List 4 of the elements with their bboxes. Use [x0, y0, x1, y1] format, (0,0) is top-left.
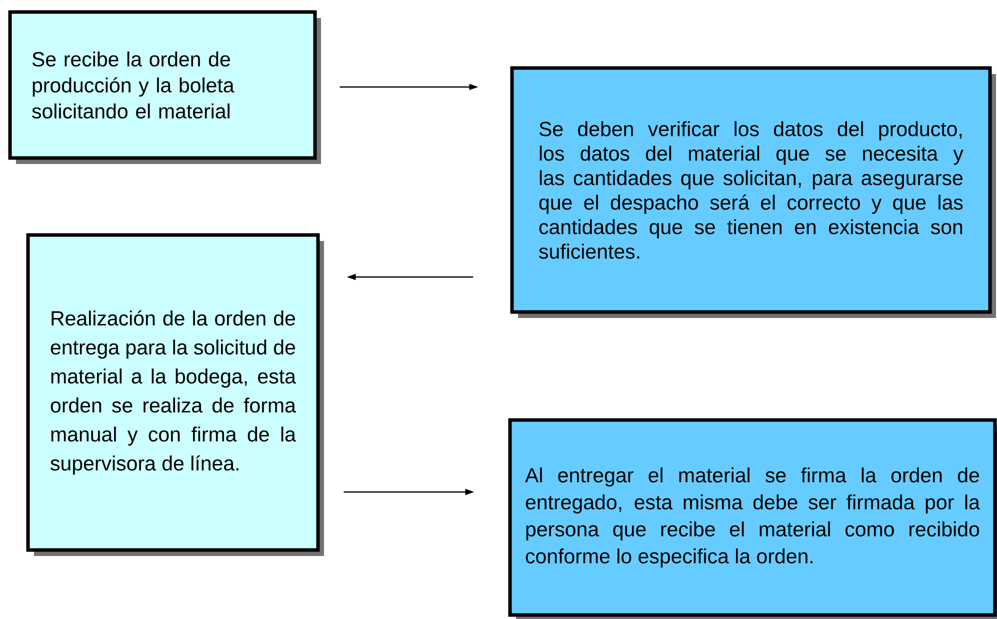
process-box: Realización de la orden de entrega para la solicitud de material a la bodega, esta orden se realiza de forma manual y con firma de la supervisora de línea.: [26, 233, 324, 556]
process-box: Se deben verificar los datos del producto, los datos del material que se necesita y las cantidades que solicitan, para asegurarse que el despacho será el correcto y que las cantidades que se tienen en existencia son suficientes.: [510, 66, 996, 318]
process-box: Se recibe la orden de producción y la boleta solicitando el material: [8, 10, 321, 164]
process-box: Al entregar el material se firma la orden de entregado, esta misma debe ser firmada por la persona que recibe el material como recibido conforme lo especifica la orden.: [508, 418, 997, 619]
